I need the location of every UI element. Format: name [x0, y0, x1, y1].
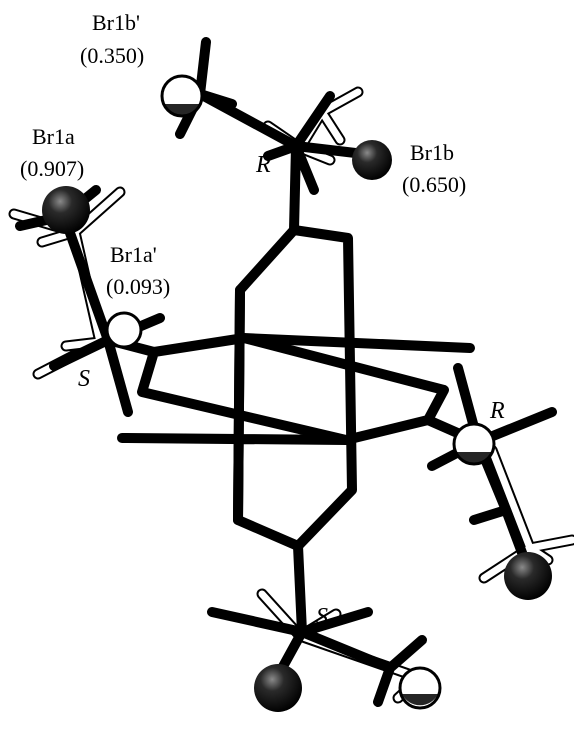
atom-labels: Br1b' (0.350) Br1b (0.650) Br1a (0.907) …	[20, 10, 466, 299]
label-br1b-prime-occupancy: (0.350)	[80, 43, 144, 68]
label-br1a-name: Br1a	[32, 124, 75, 149]
stereo-label-bottom: S	[316, 604, 328, 630]
label-br1a-prime-name: Br1a'	[110, 242, 157, 267]
atom-br1a-prime	[105, 311, 143, 349]
atom-right-dark	[504, 552, 552, 600]
stereo-label-top: R	[255, 152, 271, 178]
major-bond-skeleton	[15, 37, 557, 707]
label-br1a-occupancy: (0.907)	[20, 156, 84, 181]
atom-br1b	[352, 140, 392, 180]
label-br1a-prime-occupancy: (0.093)	[106, 274, 170, 299]
stereo-label-right: R	[489, 398, 505, 424]
atom-br1a	[42, 186, 90, 234]
stereo-label-left: S	[78, 366, 90, 392]
label-br1b-prime-name: Br1b'	[92, 10, 140, 35]
label-br1b-name: Br1b	[410, 140, 454, 165]
label-br1b-occupancy: (0.650)	[402, 172, 466, 197]
atom-bottom-dark	[254, 664, 302, 712]
stereo-descriptors: R S R S	[78, 152, 505, 630]
atoms	[42, 74, 552, 712]
